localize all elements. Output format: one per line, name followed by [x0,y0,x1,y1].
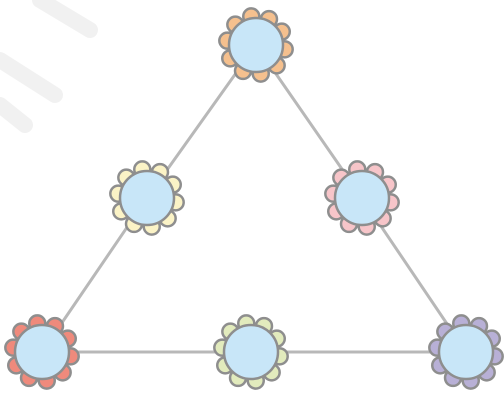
node-bottom-left [4,314,80,390]
node-core [437,323,495,381]
node-bottom-right [428,314,504,390]
node-core [227,16,285,74]
watermark-stroke [0,0,98,133]
node-core [333,169,391,227]
node-bottom-mid [213,314,289,390]
node-top [218,7,294,83]
watermark [0,0,98,133]
edge-layer [40,43,468,354]
node-layer [4,7,504,390]
node-mid-left [109,160,185,236]
node-core [222,323,280,381]
node-core [13,323,71,381]
node-mid-right [324,160,400,236]
node-core [118,169,176,227]
